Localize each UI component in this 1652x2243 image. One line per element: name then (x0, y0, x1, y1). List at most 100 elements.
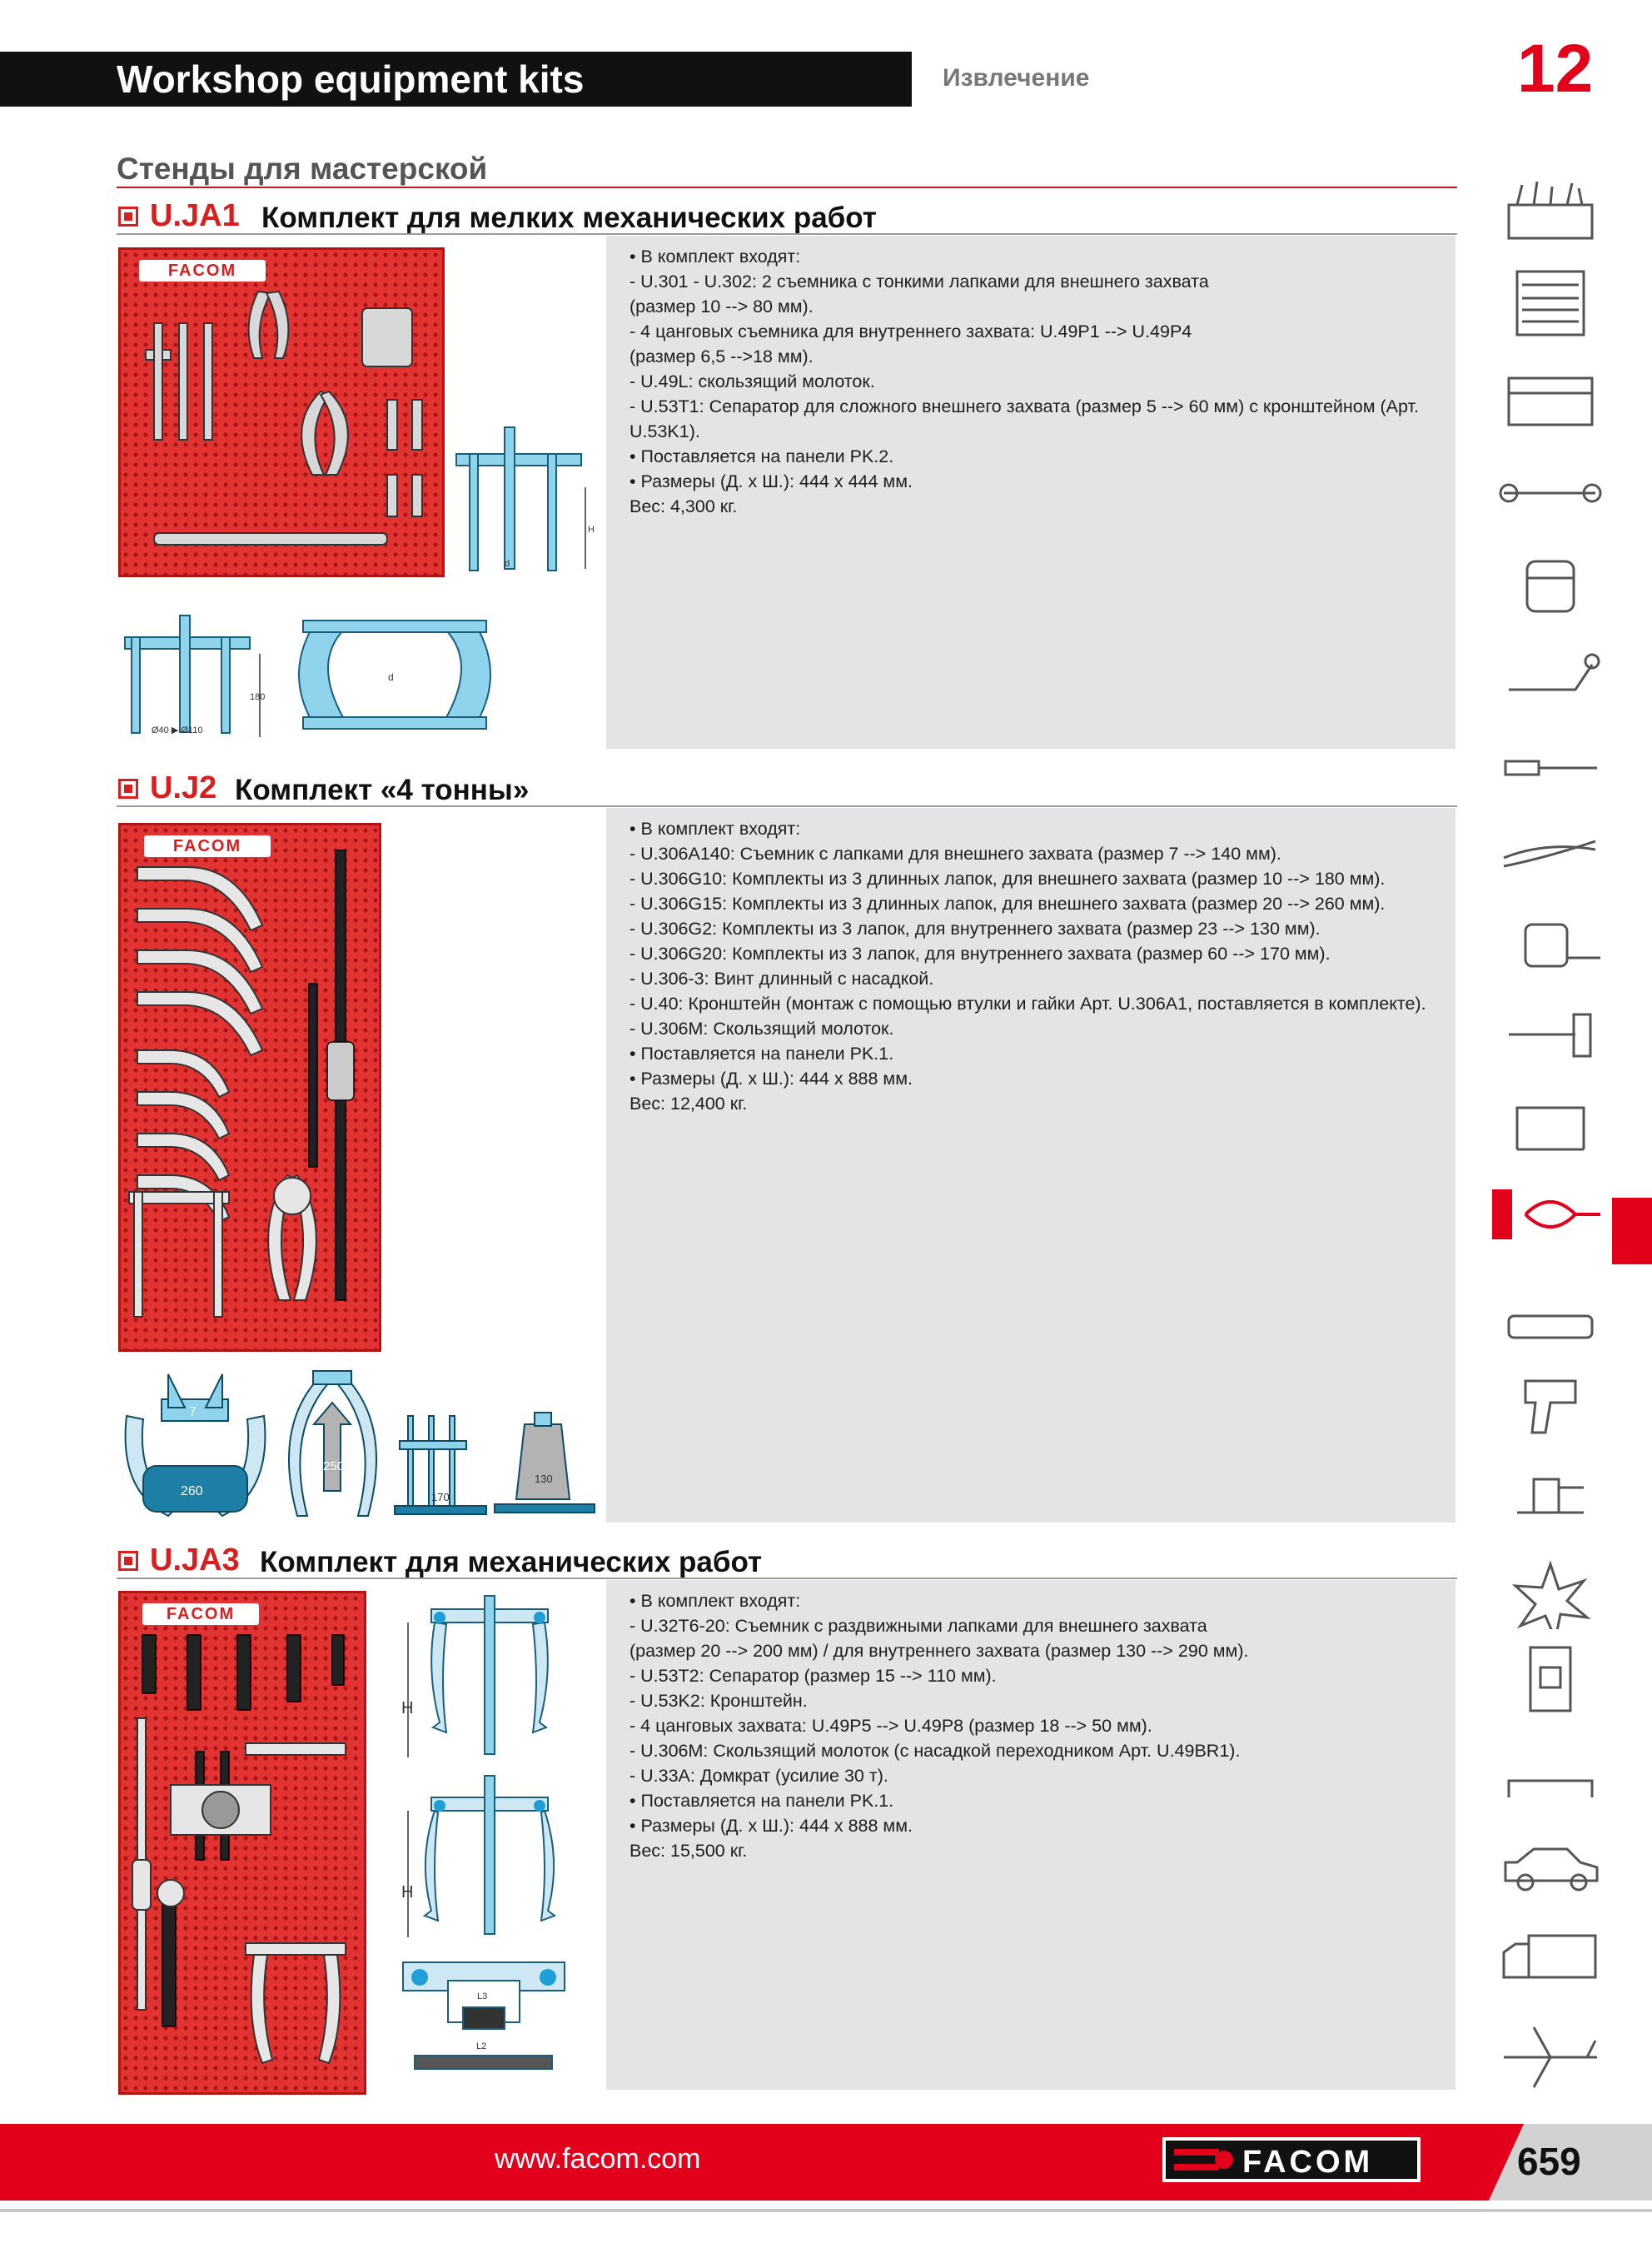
product-board-uj2: FACOM (118, 823, 381, 1352)
description-line: • В комплект входят: (629, 1591, 801, 1611)
facom-logo: FACOM (1162, 2137, 1421, 2182)
truck-icon[interactable] (1492, 1926, 1609, 1999)
handle-icon[interactable] (1492, 1747, 1609, 1821)
description-line: • Поставляется на панели PK.2. (629, 446, 894, 466)
section-code: U.J2 (150, 770, 217, 805)
section-divider (117, 233, 1457, 235)
category-divider (117, 187, 1457, 188)
description-line: - U.306G15: Комплекты из 3 длинных лапок… (629, 894, 1386, 914)
section-marker-icon (118, 1551, 138, 1571)
description-line: - 4 цанговых съемника для внутреннего за… (629, 321, 1192, 341)
car-icon[interactable] (1492, 1831, 1609, 1904)
puller-icon[interactable] (1492, 1181, 1609, 1254)
tape-measure-icon[interactable] (1492, 908, 1609, 981)
section-marker-icon (118, 779, 138, 799)
description-line: - U.306M: Скользящий молоток. (629, 1019, 894, 1039)
page-title: Workshop equipment kits (117, 57, 585, 101)
tool-cabinet-icon[interactable] (1492, 268, 1609, 341)
chapter-number: 12 (1517, 31, 1594, 107)
electrical-tester-icon[interactable] (1492, 1291, 1609, 1364)
description-line: • Размеры (Д. х Ш.): 444 х 888 мм. (629, 1069, 913, 1089)
description-panel-uj2: • В комплект входят: - U.306A140: Съемник… (606, 808, 1455, 1523)
description-line: • В комплект входят: (629, 819, 801, 839)
pliers-icon[interactable] (1492, 816, 1609, 890)
dim-l2-label: L2 (476, 2041, 486, 2051)
val-170-label: 170 (431, 1491, 450, 1503)
section-marker-icon (118, 207, 138, 227)
description-line: Вес: 4,300 кг. (629, 496, 738, 516)
description-line: Вес: 15,500 кг. (629, 1841, 748, 1861)
safety-spark-icon[interactable] (1492, 1556, 1609, 1644)
wrench-icon[interactable] (1492, 456, 1609, 530)
dim-h-label: H (401, 1699, 413, 1717)
description-line: - U.32T6-20: Съемник с раздвижными лапка… (629, 1616, 1207, 1636)
header-bar (0, 52, 912, 107)
diagram-puller-250: 250 (288, 1370, 377, 1517)
diagram-puller-outer-grip: H (401, 1595, 549, 1757)
description-line: • Размеры (Д. х Ш.): 444 х 444 мм. (629, 471, 913, 491)
hacksaw-icon[interactable] (1492, 1091, 1609, 1164)
description-line: • Поставляется на панели PK.1. (629, 1791, 894, 1811)
board-tools-uja3 (132, 1634, 346, 2065)
diagram-separator-uja3: L3 L2 (402, 1961, 565, 2070)
description-line: - U.49L: скользящий молоток. (629, 371, 875, 391)
dim-h-label: H (401, 1883, 413, 1902)
vise-icon[interactable] (1492, 1454, 1609, 1528)
tool-box-icon[interactable] (1492, 173, 1609, 247)
description-line: - U.53T2: Сепаратор (размер 15 --> 110 м… (629, 1666, 997, 1686)
description-line: • Размеры (Д. х Ш.): 444 х 888 мм. (629, 1816, 913, 1836)
description-lines: • В комплект входят: - U.301 - U.302: 2 с… (629, 244, 1419, 519)
description-line: • Поставляется на панели PK.1. (629, 1044, 894, 1064)
section-name: Комплект «4 тонны» (235, 774, 530, 806)
description-line: - U.306G20: Комплекты из 3 лапок, для вн… (629, 944, 1331, 964)
airplane-icon[interactable] (1492, 2016, 1609, 2089)
product-board-uja3: FACOM (118, 1591, 366, 2095)
description-line: - U.53K2: Кронштейн. (629, 1691, 808, 1711)
circuit-breaker-icon[interactable] (1492, 1642, 1609, 1716)
section-divider (117, 805, 1457, 807)
section-divider (117, 1578, 1457, 1579)
diagram-collet-puller-uja1: 180 Ø40 ▶ Ø110 (124, 615, 265, 737)
section-name: Комплект для мелких механических работ (261, 202, 877, 234)
board-tools-uj2 (128, 850, 355, 1318)
dim-d-label: d (388, 671, 394, 683)
impact-wrench-icon[interactable] (1492, 1364, 1609, 1438)
description-lines: • В комплект входят: - U.32T6-20: Съемник… (629, 1588, 1248, 1863)
board-logo: FACOM (144, 835, 271, 857)
board-logo: FACOM (142, 1603, 259, 1625)
section-name: Комплект для механических работ (260, 1546, 763, 1578)
footer-slant (1489, 2124, 1524, 2201)
section-code: U.JA3 (150, 1543, 240, 1578)
diagram-puller-170: 170 (394, 1415, 487, 1515)
description-panel-uja3: • В комплект входят: - U.32T6-20: Съемник… (606, 1580, 1455, 2090)
board-tools-uja1 (145, 290, 423, 546)
ratchet-icon[interactable] (1492, 643, 1609, 716)
page-number: 659 (1517, 2140, 1581, 2183)
tool-drawer-icon[interactable] (1492, 365, 1609, 438)
footer-page-box (1524, 2124, 1652, 2201)
diagram-puller-inner-grip: H (401, 1775, 557, 1937)
description-line: • В комплект входят: (629, 247, 801, 267)
description-line: (размер 10 --> 80 мм). (629, 297, 814, 317)
description-panel-uja1: • В комплект входят: - U.301 - U.302: 2 с… (606, 236, 1455, 749)
description-line: (размер 6,5 -->18 мм). (629, 346, 814, 366)
dim-180-label: 180 (250, 692, 265, 702)
screwdriver-icon[interactable] (1492, 731, 1609, 805)
socket-icon[interactable] (1492, 548, 1609, 621)
footer-rule (0, 2209, 1652, 2212)
product-board-uja1: FACOM (118, 247, 445, 577)
diagram-puller-130: 130 (494, 1412, 595, 1513)
description-line: - U.40: Кронштейн (монтаж с помощью втул… (629, 994, 1426, 1014)
description-line: - U.306A140: Съемник с лапками для внешн… (629, 844, 1281, 864)
val-250-label: 250 (323, 1459, 344, 1473)
category-title: Стенды для мастерской (117, 152, 488, 186)
dim-h-label: H (588, 525, 595, 535)
section-code: U.JA1 (150, 198, 240, 233)
page-subtitle: Извлечение (943, 64, 1090, 92)
description-line: - U.301 - U.302: 2 съемника с тонкими ла… (629, 272, 1209, 292)
footer-url-link[interactable]: www.facom.com (495, 2143, 701, 2175)
description-line: - U.306G2: Комплекты из 3 лапок, для вну… (629, 919, 1321, 939)
hammer-icon[interactable] (1492, 998, 1609, 1071)
description-line: - U.33A: Домкрат (усилие 30 т). (629, 1766, 888, 1786)
active-category-tab (1612, 1198, 1652, 1264)
